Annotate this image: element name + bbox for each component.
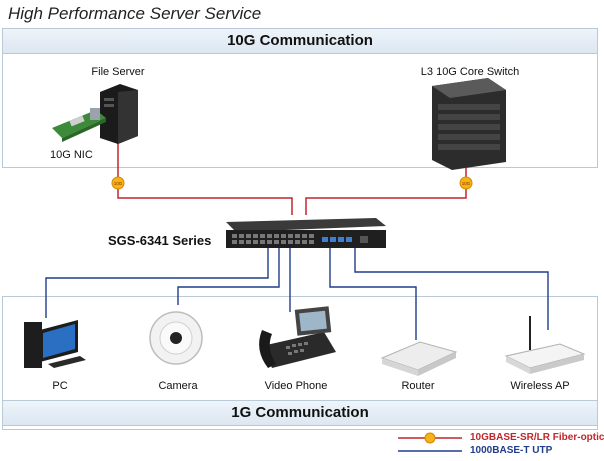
utp-link-pc: [45, 248, 269, 318]
10g-communication-band: 10G Communication: [2, 28, 598, 54]
camera-label: Camera: [158, 380, 198, 392]
router-icon: [380, 341, 458, 376]
utp-links: [45, 248, 549, 340]
camera-icon: [149, 311, 203, 365]
utp-link-camera: [177, 248, 280, 305]
core-switch-label: L3 10G Core Switch: [420, 66, 520, 78]
10g-badge-left: 10G: [111, 176, 125, 190]
utp-link-router: [329, 248, 417, 340]
1g-communication-band: 1G Communication: [2, 400, 598, 426]
legend-utp-label: 1000BASE-T UTP: [470, 445, 553, 456]
utp-link-wireless-ap: [354, 248, 549, 330]
page-title: High Performance Server Service: [8, 4, 262, 23]
nic-card-icon: [52, 108, 106, 142]
nic-label: 10G NIC: [50, 149, 93, 161]
10g-badge-text: 10G: [114, 181, 123, 186]
video-phone-icon: [259, 306, 336, 368]
10g-badge-text: 10G: [462, 181, 471, 186]
fiber-link-file-server: [117, 140, 293, 215]
legend-fiber-badge: [424, 432, 436, 444]
core-switch-icon: [432, 78, 506, 170]
legend: [398, 432, 462, 452]
fiber-link-core-switch: [305, 168, 467, 215]
pc-icon: [24, 320, 86, 368]
video-phone-label: Video Phone: [264, 380, 328, 392]
wireless-ap-label: Wireless AP: [510, 380, 570, 392]
file-server-label: File Server: [91, 66, 145, 78]
switch-model-label: SGS-6341 Series: [108, 233, 212, 248]
fiber-links: [117, 140, 467, 215]
legend-fiber-label: 10GBASE-SR/LR Fiber-optic: [470, 432, 604, 443]
sgs-6341-switch-icon: [226, 218, 386, 248]
pc-label: PC: [52, 380, 68, 392]
file-server-icon: [100, 84, 138, 144]
router-label: Router: [401, 380, 435, 392]
10g-badge-right: 10G: [459, 176, 473, 190]
wireless-ap-icon: [504, 316, 586, 374]
